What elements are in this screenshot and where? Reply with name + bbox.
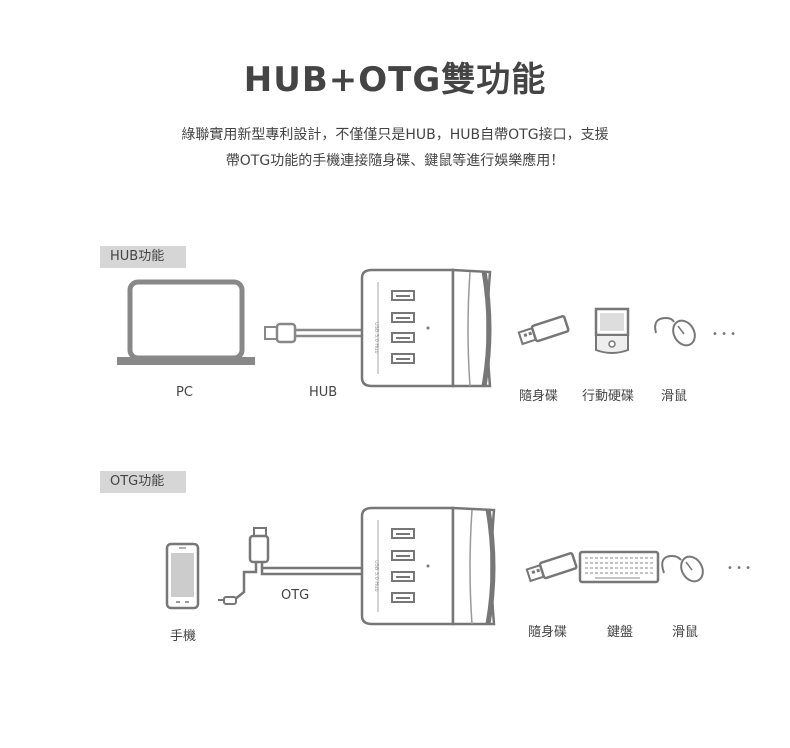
hub-section-label: HUB功能	[100, 246, 186, 268]
description-line-1: 綠聯實用新型專利設計，不僅僅只是HUB，HUB自帶OTG接口，支援	[181, 127, 609, 143]
phone-icon	[165, 542, 200, 610]
caption-otg: OTG	[281, 588, 310, 603]
svg-text:USB 3.0 Hub: USB 3.0 Hub	[373, 560, 379, 592]
caption-hdd: 行動硬碟	[582, 389, 635, 404]
caption-keyboard: 鍵盤	[607, 625, 634, 640]
otg-section-label: OTG功能	[100, 471, 186, 493]
usb-hub-icon: USB 3.0 Hub	[360, 268, 492, 388]
caption-usb-drive: 隨身碟	[519, 389, 559, 404]
caption-usb-drive-otg: 隨身碟	[528, 625, 568, 640]
usb-drive-icon	[517, 315, 570, 346]
usb-drive-icon-otg	[525, 552, 578, 583]
description-line-2: 帶OTG功能的手機連接隨身碟、鍵鼠等進行娛樂應用！	[225, 153, 565, 169]
usb-hub-icon-otg: USB 3.0 Hub	[360, 506, 496, 626]
keyboard-icon	[578, 550, 660, 584]
svg-text:USB 3.0 Hub: USB 3.0 Hub	[373, 322, 379, 354]
hard-drive-icon	[594, 307, 630, 354]
usb-cable-icon	[264, 322, 362, 344]
otg-cable-icon	[218, 527, 362, 605]
caption-pc: PC	[176, 385, 193, 400]
more-devices-indicator-otg: • • •	[727, 563, 752, 574]
mouse-icon	[654, 316, 696, 347]
mouse-icon-otg	[661, 554, 704, 583]
more-devices-indicator: • • •	[712, 329, 737, 340]
page-title: HUB+OTG雙功能	[243, 60, 547, 100]
caption-hub: HUB	[309, 385, 338, 400]
laptop-icon	[117, 279, 255, 365]
caption-mouse-otg: 滑鼠	[672, 625, 699, 640]
caption-mouse: 滑鼠	[661, 389, 688, 404]
caption-phone: 手機	[170, 629, 197, 644]
